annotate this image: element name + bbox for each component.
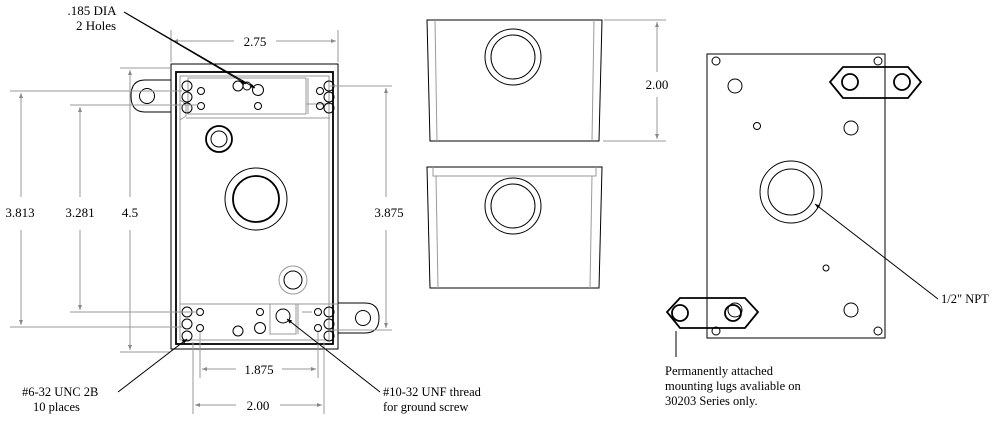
- lug-note-line2: mounting lugs avaliable on: [665, 379, 801, 393]
- end-views: 2.00: [426, 19, 669, 289]
- front-view: 2.75 .185 DIA 2 Holes 3.813 3.281 4.5 3.…: [5, 3, 482, 414]
- hole-callout-line1: .185 DIA: [67, 3, 117, 18]
- right-lug: [338, 302, 380, 334]
- end-view-bottom: [426, 166, 603, 289]
- dim-width-top: 2.75: [244, 34, 267, 49]
- back-top-lug: [828, 66, 923, 99]
- back-bottom-lug: [665, 297, 760, 329]
- dim-height-right: 3.875: [374, 205, 403, 220]
- box-outline: [170, 63, 339, 350]
- back-plate: [706, 53, 886, 339]
- dim-end-height: 2.00: [646, 77, 669, 92]
- npt-label: 1/2" NPT: [941, 292, 989, 306]
- dim-spacing-inner: 1.875: [244, 362, 273, 377]
- dim-height-left-outer: 3.813: [5, 205, 34, 220]
- hole-callout-line2: 2 Holes: [76, 18, 116, 33]
- dim-spacing-outer: 2.00: [247, 398, 270, 413]
- lug-note-line3: 30203 Series only.: [665, 394, 758, 408]
- dim-height-left-inner: 3.281: [65, 205, 94, 220]
- ground-callout-line1: #10-32 UNF thread: [383, 385, 482, 399]
- lug-note-line1: Permanently attached: [665, 364, 774, 378]
- end-view-top: [426, 19, 603, 142]
- tap-callout-line1: #6-32 UNC 2B: [22, 385, 98, 399]
- back-view: 1/2" NPT Permanently attached mounting l…: [665, 53, 989, 408]
- dim-height-outer: 4.5: [122, 205, 138, 220]
- left-lug: [130, 79, 171, 113]
- tap-callout-line2: 10 places: [33, 400, 80, 414]
- ground-callout-line2: for ground screw: [383, 400, 468, 414]
